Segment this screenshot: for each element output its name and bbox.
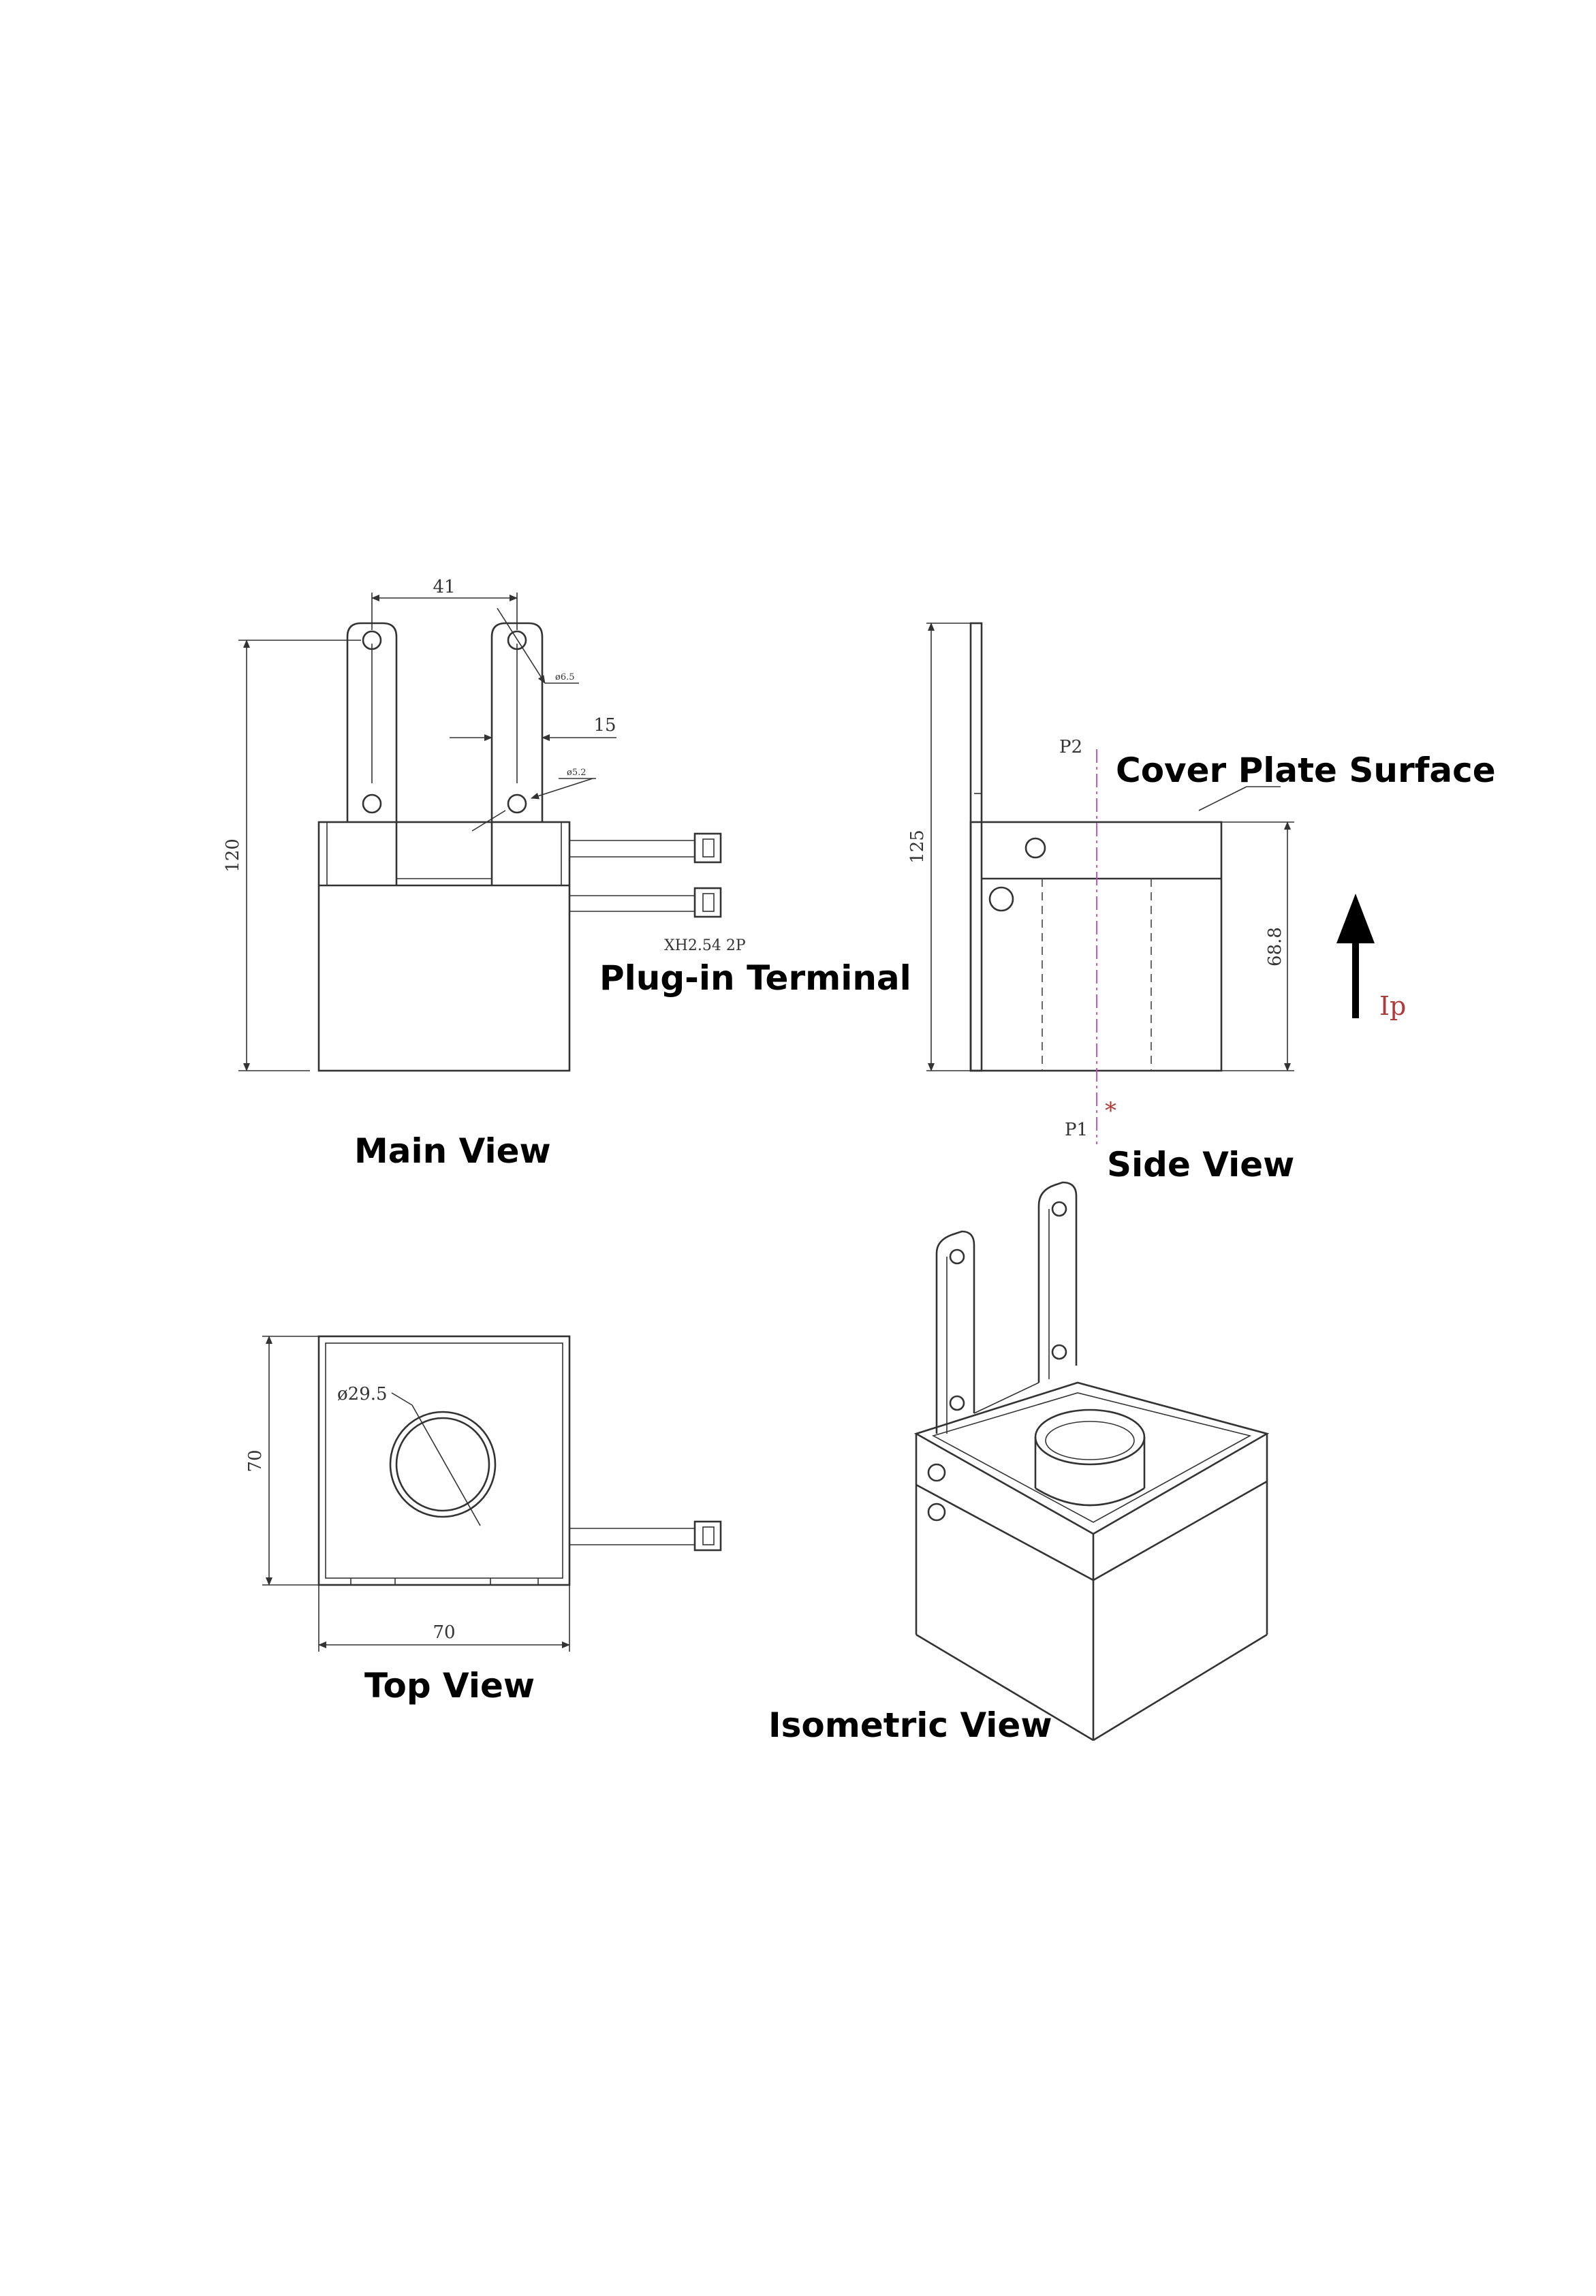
dim-aperture: ø29.5 (337, 1384, 388, 1404)
dim-pin-width: 15 (593, 715, 616, 736)
dim-body-height: 68.8 (1265, 927, 1285, 966)
main-view: 41 120 15 ø6.5 ø5.2 XH2.54 2P Plug-in Te… (223, 577, 911, 1171)
left-pin-hole-top (362, 630, 382, 650)
main-view-label: Main View (354, 1131, 551, 1171)
dim-top-width: 70 (433, 1622, 455, 1643)
aperture-inner (395, 1417, 490, 1512)
top-view: ø29.5 70 70 Top View (245, 1335, 722, 1705)
dim-pin-spacing: 41 (433, 577, 455, 597)
side-view-body (969, 821, 1223, 1072)
top-view-label: Top View (364, 1666, 535, 1705)
right-pin-hole-bottom (507, 793, 527, 814)
current-label: Ip (1379, 991, 1406, 1021)
plug-in-terminal (569, 832, 722, 918)
dim-top-height: 70 (245, 1449, 266, 1472)
iso-aperture-top (1034, 1409, 1146, 1466)
isometric-view-label: Isometric View (768, 1705, 1052, 1745)
aperture-outer (389, 1411, 497, 1518)
current-arrow-head (1336, 894, 1375, 943)
dim-hole-large: ø6.5 (555, 672, 575, 682)
plug-in-terminal-label: Plug-in Terminal (599, 958, 911, 998)
dim-height-side: 125 (907, 830, 928, 864)
cover-plate-surface-label: Cover Plate Surface (1116, 751, 1496, 790)
polarity-mark: * (1105, 1097, 1116, 1125)
iso-pin-right (1037, 1181, 1078, 1383)
marker-p2: P2 (1059, 737, 1082, 757)
right-pin-hole-top (507, 630, 527, 650)
side-view: P2 P1 * 125 68.8 Cover Plate Surface Ip … (907, 622, 1496, 1184)
dim-hole-small: ø5.2 (567, 768, 586, 778)
left-pin-hole-bottom (362, 793, 382, 814)
marker-p1: P1 (1065, 1120, 1088, 1140)
dim-height-main: 120 (223, 838, 243, 872)
top-view-body (317, 1335, 571, 1586)
isometric-view: Isometric View (768, 1181, 1270, 1745)
side-view-pin-plate (969, 622, 983, 1072)
side-view-label: Side View (1107, 1145, 1294, 1184)
iso-pin-left (935, 1230, 975, 1434)
connector-spec: XH2.54 2P (664, 937, 746, 954)
main-view-body (317, 821, 571, 1072)
